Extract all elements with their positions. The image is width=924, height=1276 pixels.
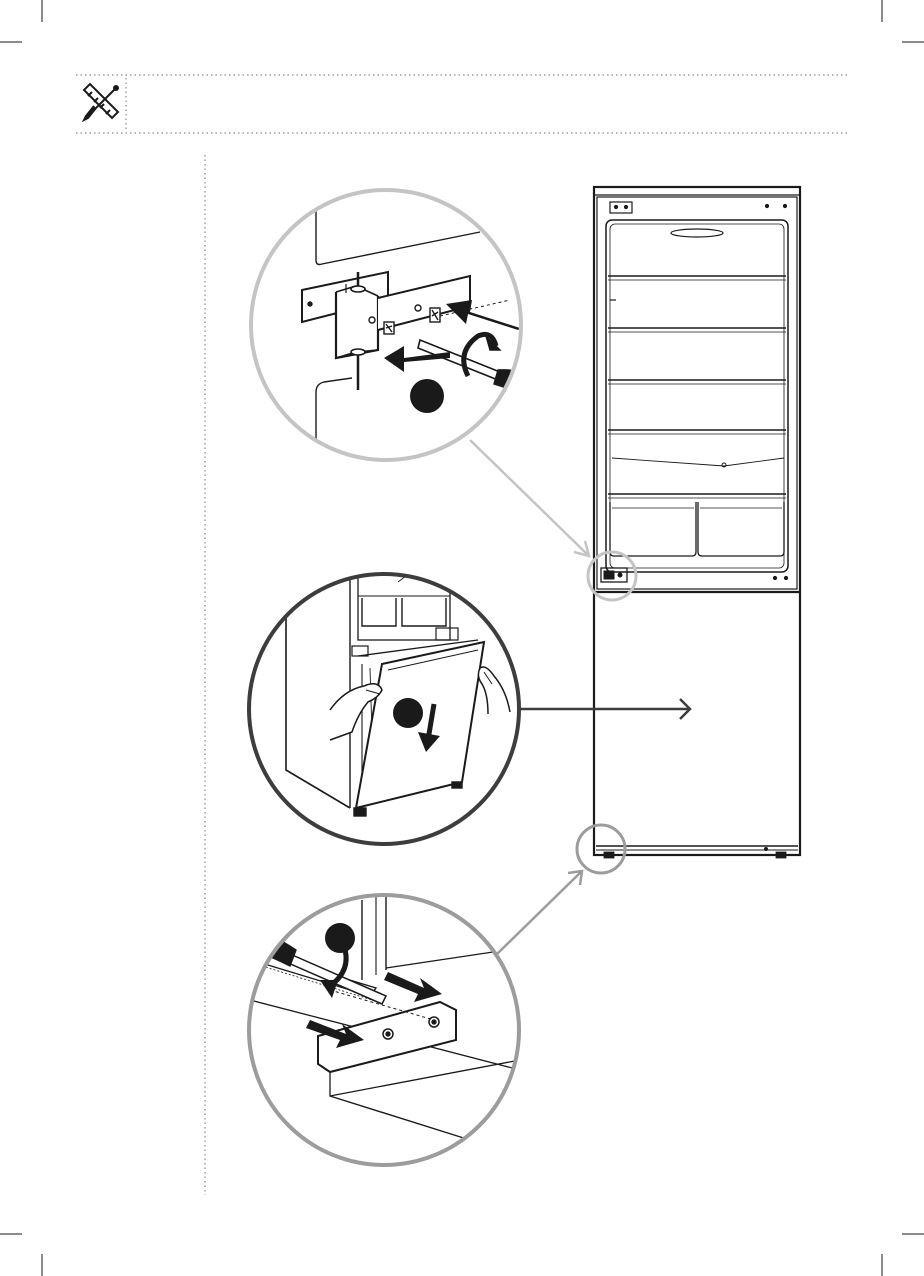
connector-bottom (496, 871, 582, 955)
detail-door-removal (249, 560, 519, 844)
detail-top-hinge (251, 190, 548, 460)
screwdriver-ruler-icon (84, 84, 118, 120)
step-badge-3 (325, 923, 355, 953)
fridge-front (594, 187, 800, 858)
step-badge-2 (393, 698, 423, 728)
connector-top (470, 440, 589, 556)
step-badge-1 (410, 379, 444, 413)
header-band (76, 75, 848, 133)
detail-bottom-hinge (232, 895, 520, 1165)
